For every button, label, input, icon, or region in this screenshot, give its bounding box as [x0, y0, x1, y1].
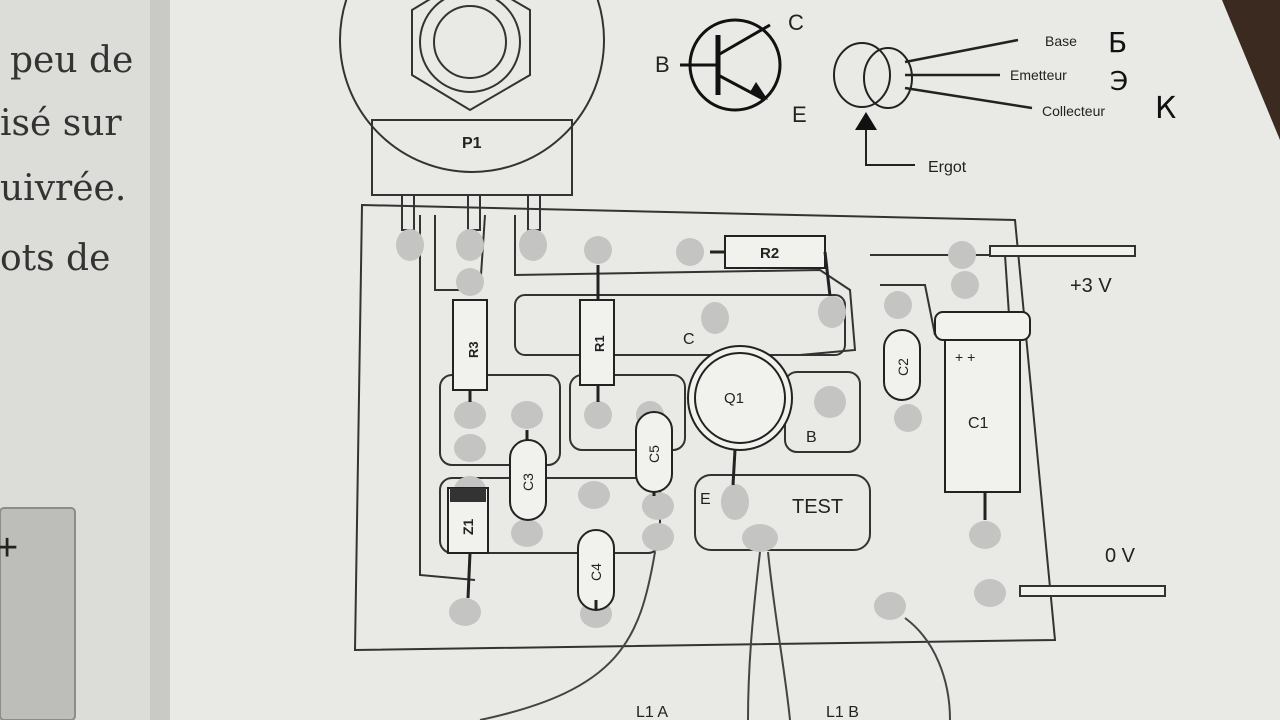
plus-mark: +: [0, 527, 18, 569]
page-fold-shadow: [150, 0, 170, 720]
label-q1-collector: C: [683, 331, 695, 348]
hand-collector-label: К: [1155, 91, 1176, 126]
resistor-r1: [579, 299, 615, 386]
label-z1: Z1: [460, 518, 476, 535]
label-0v: 0 V: [1105, 545, 1136, 567]
label-q1-emitter: E: [700, 491, 711, 508]
transistor-q1: [687, 345, 793, 451]
symbol-e-label: E: [792, 102, 807, 127]
capacitor-c1-top: [934, 311, 1031, 341]
label-c3: C3: [520, 473, 536, 491]
label-c4: C4: [588, 563, 604, 581]
solder-pads: [396, 229, 1006, 628]
pcb-board: R3 R1 R2 Z1 C3 C5 C4 C2 C1 + + Q1 C B E …: [353, 203, 1166, 720]
page-text-line3: uivrée.: [0, 168, 126, 209]
label-c1-polarity: + +: [955, 349, 975, 365]
wire-0v: [1019, 585, 1166, 597]
page-text-line2: isé sur: [0, 103, 122, 144]
label-c5: C5: [646, 445, 662, 463]
label-l1b: L1 B: [826, 704, 859, 720]
label-q1: Q1: [724, 390, 744, 407]
label-r3: R3: [466, 341, 481, 358]
pot-label: P1: [462, 135, 482, 152]
hand-emitter-label: Э: [1110, 67, 1128, 97]
symbol-b-label: B: [655, 52, 670, 77]
left-box: [0, 507, 76, 720]
capacitor-c1: [944, 339, 1021, 493]
pin-base-label: Base: [1045, 33, 1077, 49]
label-test: TEST: [792, 496, 843, 518]
label-q1-base: B: [806, 429, 817, 446]
tab-label: Ergot: [928, 159, 967, 176]
zener-band: [450, 488, 486, 502]
wire-plus3v: [989, 245, 1136, 257]
transistor-package: Base Emetteur Collecteur Ergot Б Э К: [833, 26, 1176, 176]
label-c2: C2: [895, 358, 911, 376]
label-c1: C1: [968, 415, 989, 432]
potentiometer-p1: P1: [339, 0, 605, 231]
hand-base-label: Б: [1108, 26, 1127, 59]
symbol-c-label: C: [788, 10, 804, 35]
label-l1a: L1 A: [636, 704, 668, 720]
page-text-line4: ots de: [0, 238, 110, 279]
label-plus3v: +3 V: [1070, 275, 1112, 297]
label-r1: R1: [592, 335, 607, 352]
capacitor-c2: [883, 329, 921, 401]
resistor-r3: [452, 299, 488, 391]
pin-emitter-label: Emetteur: [1010, 67, 1067, 83]
label-r2: R2: [760, 245, 779, 262]
page-text-line1: peu de: [10, 40, 133, 81]
resistor-r2: [724, 235, 826, 269]
transistor-symbol: B C E: [655, 10, 807, 127]
pin-collector-label: Collecteur: [1042, 103, 1105, 119]
